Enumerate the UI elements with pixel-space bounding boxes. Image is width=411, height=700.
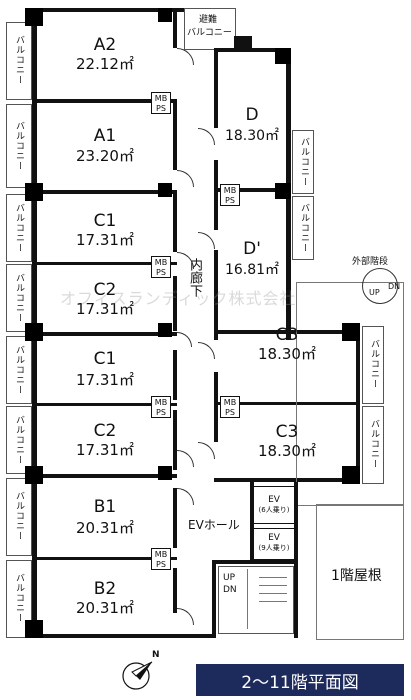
balcony-east-c3-2: バルコニー xyxy=(362,406,384,484)
ev-hall-label: EVホール xyxy=(188,518,240,532)
room-b2: B2 20.31㎡ xyxy=(76,579,134,617)
balcony-west-2: バルコニー xyxy=(6,104,32,188)
room-c3-lower: C3 18.30㎡ xyxy=(258,422,316,460)
roof-label: 1階屋根 xyxy=(331,568,382,584)
elevator-6: EV (6人乗り) xyxy=(252,486,296,524)
balcony-east-c3-1: バルコニー xyxy=(362,326,384,404)
outer-stairs: 外部階段 UP DN xyxy=(352,254,406,304)
balcony-west-7: バルコニー xyxy=(6,478,32,556)
stairwell: UP DN xyxy=(218,566,294,634)
balcony-west-4: バルコニー xyxy=(6,264,32,332)
escape-balcony: 避難 バルコニー xyxy=(184,8,236,50)
watermark: オフィスランディック株式会社 xyxy=(60,289,297,308)
balcony-west-1: バルコニー xyxy=(6,22,32,100)
floor-plan-title: 2～11階平面図 xyxy=(196,664,404,696)
room-a1: A1 23.20㎡ xyxy=(76,126,134,165)
balcony-west-5: バルコニー xyxy=(6,336,32,404)
roof-outline xyxy=(296,282,404,506)
elevator-9: EV (9人乗り) xyxy=(252,528,296,560)
room-c2-upper: C2 17.31㎡ xyxy=(76,280,134,318)
room-b1: B1 20.31㎡ xyxy=(76,497,134,537)
roof-area: 1階屋根 xyxy=(316,504,404,640)
balcony-east-d: バルコニー xyxy=(292,130,314,194)
room-d-prime: D' 16.81㎡ xyxy=(224,239,280,278)
room-c1-lower: C1 17.31㎡ xyxy=(76,349,134,389)
room-c1-upper: C1 17.31㎡ xyxy=(76,211,134,249)
north-arrow-icon: N xyxy=(118,650,160,692)
room-a2: A2 22.12㎡ xyxy=(76,35,134,73)
balcony-west-6: バルコニー xyxy=(6,406,32,474)
room-d: D 18.30㎡ xyxy=(224,105,280,144)
room-c3-upper: C3 18.30㎡ xyxy=(258,325,316,363)
balcony-west-3: バルコニー xyxy=(6,194,32,262)
balcony-east-dprime: バルコニー xyxy=(292,196,314,260)
room-c2-lower: C2 17.31㎡ xyxy=(76,421,134,459)
